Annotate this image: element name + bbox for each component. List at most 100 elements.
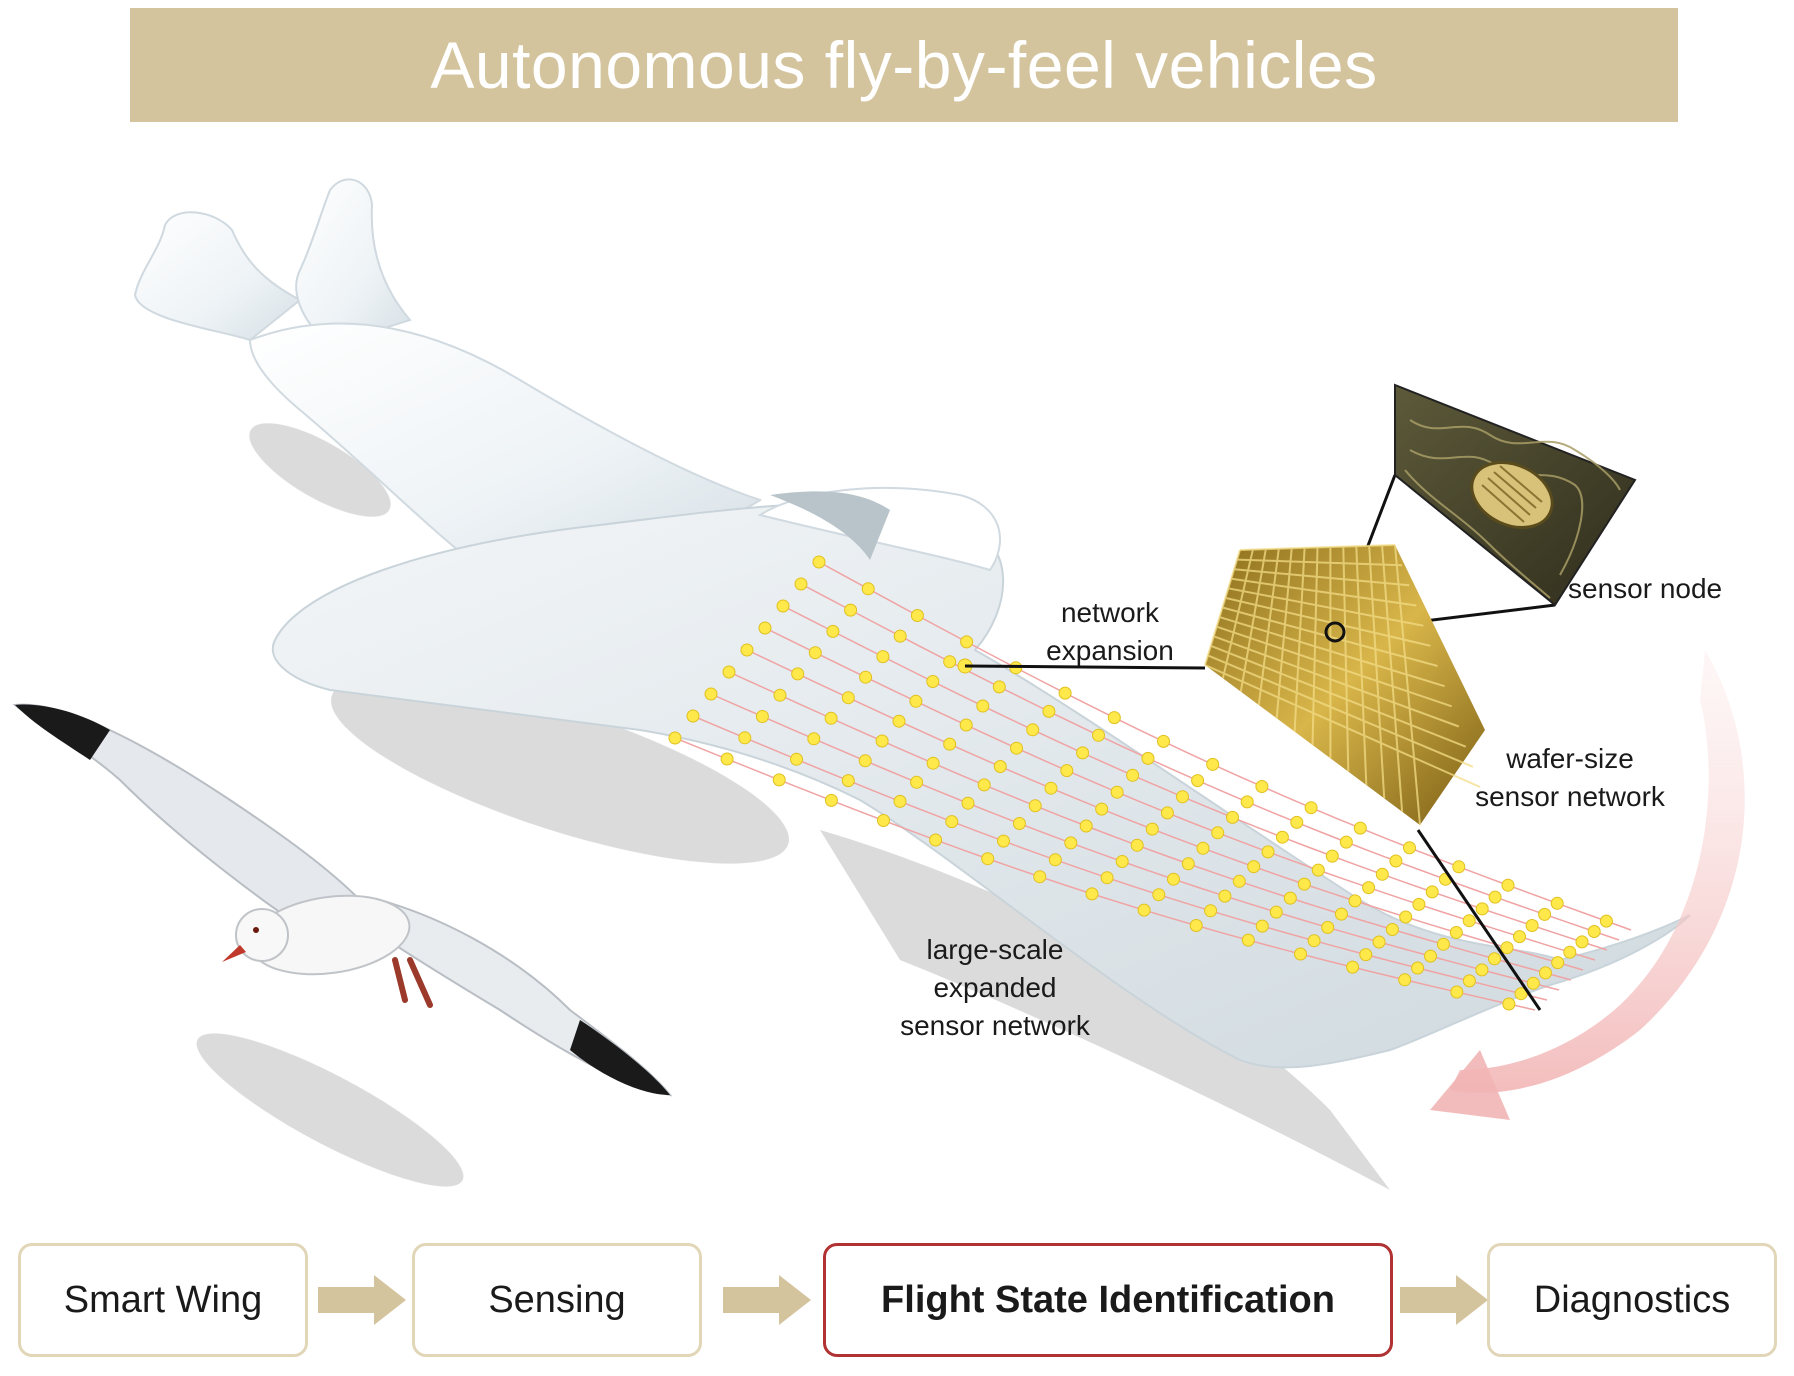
sensor-dot xyxy=(893,794,907,808)
sensor-dot xyxy=(722,665,736,679)
sensor-dot xyxy=(1475,963,1489,977)
step-smart-wing[interactable]: Smart Wing xyxy=(18,1243,308,1357)
sensor-dot xyxy=(943,655,957,669)
wafer-grid-line xyxy=(1293,547,1306,732)
sensor-dot xyxy=(1475,902,1489,916)
sensor-dot xyxy=(1152,888,1166,902)
seagull-right-wingtip xyxy=(570,1020,670,1095)
sensor-dot xyxy=(1538,907,1552,921)
sensor-dot xyxy=(1206,757,1220,771)
sensor-network-trace xyxy=(800,583,1620,941)
sensor-dot xyxy=(1411,961,1425,975)
sensor-dot xyxy=(1488,952,1501,966)
sensor-dot xyxy=(1372,935,1386,949)
sensor-dot xyxy=(1462,914,1476,928)
sensor-dot xyxy=(773,688,787,702)
sensor-dot xyxy=(841,774,855,788)
wafer-grid-line xyxy=(1368,545,1386,799)
sensor-dot xyxy=(1526,976,1540,990)
sensor-dot xyxy=(1389,854,1403,868)
sensor-dot xyxy=(1181,857,1195,871)
sensor-dot xyxy=(1502,997,1516,1011)
wafer-grid-line xyxy=(1213,635,1460,728)
sensor-dot xyxy=(876,650,890,664)
sensor-dot xyxy=(1398,973,1412,987)
sensor-dot xyxy=(1191,774,1205,788)
sensor-dot xyxy=(1141,751,1155,765)
sensor-dot xyxy=(1211,826,1225,840)
sensor-dot xyxy=(1275,830,1289,844)
step-diagnostics[interactable]: Diagnostics xyxy=(1487,1243,1777,1357)
sensor-dot xyxy=(1095,802,1109,816)
sensor-dot xyxy=(1412,897,1426,911)
sensor-dot xyxy=(1500,941,1514,955)
sensor-dot xyxy=(926,675,940,688)
label-sensor-node: sensor node xyxy=(1568,573,1723,604)
sensor-dot xyxy=(992,680,1006,694)
sensor-dot xyxy=(1425,885,1439,899)
sensor-dot xyxy=(1375,867,1389,881)
sensor-dot xyxy=(1204,904,1218,918)
sensor-dot xyxy=(1010,741,1023,755)
sensor-dot xyxy=(1325,849,1339,863)
title-banner: Autonomous fly-by-feel vehicles xyxy=(130,8,1678,122)
sensor-dot xyxy=(1255,780,1269,793)
sensor-network-trace xyxy=(710,693,1560,991)
sensor-node-core xyxy=(1470,461,1554,529)
sensor-dot xyxy=(1044,781,1058,795)
seagull-beak xyxy=(222,945,246,962)
sensor-dot xyxy=(910,775,924,789)
sensor-dot xyxy=(1359,948,1373,962)
step-sensing[interactable]: Sensing xyxy=(412,1243,702,1357)
wafer-grid-line xyxy=(1394,544,1421,826)
sensor-network-trace xyxy=(764,627,1596,961)
sensor-dot xyxy=(1247,860,1261,874)
sensor-dot xyxy=(1525,919,1539,932)
sensor-dot xyxy=(772,773,786,787)
sensor-dot xyxy=(824,711,838,725)
sensor-dot xyxy=(929,833,943,847)
sensor-dot xyxy=(1058,686,1072,700)
sensor-network-trace xyxy=(692,715,1548,1001)
sensor-dot xyxy=(1283,891,1297,905)
sensor-dot xyxy=(1076,746,1090,760)
sensor-dot xyxy=(1399,910,1413,924)
sensor-dot xyxy=(1100,871,1114,885)
label-large-scale-network: large-scale expanded sensor network xyxy=(900,934,1090,1041)
sensor-dot xyxy=(1297,877,1311,891)
seagull-head xyxy=(235,908,289,962)
sensor-dot xyxy=(1436,937,1450,951)
sensor-dot xyxy=(1587,925,1601,938)
sensor-dot xyxy=(755,710,769,723)
sensor-dot xyxy=(1145,822,1159,836)
step-flight-state-identification[interactable]: Flight State Identification xyxy=(823,1243,1393,1357)
sensor-dot xyxy=(1048,853,1062,867)
sensor-dot xyxy=(997,834,1010,848)
sensor-dot xyxy=(1290,815,1304,829)
wafer-grid-line xyxy=(1239,549,1267,692)
sensor-dot xyxy=(1452,860,1466,874)
sensor-dot xyxy=(1064,836,1078,850)
sensor-dot xyxy=(1189,919,1203,932)
shadows xyxy=(196,423,1390,1190)
sensor-dot xyxy=(686,709,700,723)
wafer-grid xyxy=(1204,544,1481,826)
sensor-dot xyxy=(1115,855,1129,868)
sensor-dot xyxy=(910,609,924,622)
sensor-dot xyxy=(1385,923,1399,936)
sensor-dot xyxy=(877,814,890,827)
sensor-dot xyxy=(1255,919,1269,933)
wafer-grid-line xyxy=(1355,546,1368,786)
sensor-dot xyxy=(961,796,975,810)
sensor-dot xyxy=(668,731,682,745)
return-arrow-icon xyxy=(1430,650,1745,1120)
sensor-dot xyxy=(926,756,940,770)
sensor-dot xyxy=(1304,801,1318,815)
sensor-dot xyxy=(1079,819,1093,833)
sensor-dot xyxy=(892,714,906,728)
sensor-dot xyxy=(776,599,790,613)
sensor-dot xyxy=(1107,711,1121,725)
sensor-dot xyxy=(1403,841,1416,855)
wafer-grid-line xyxy=(1204,664,1481,788)
label-wafer-size-network: wafer-size sensor network xyxy=(1475,743,1665,812)
